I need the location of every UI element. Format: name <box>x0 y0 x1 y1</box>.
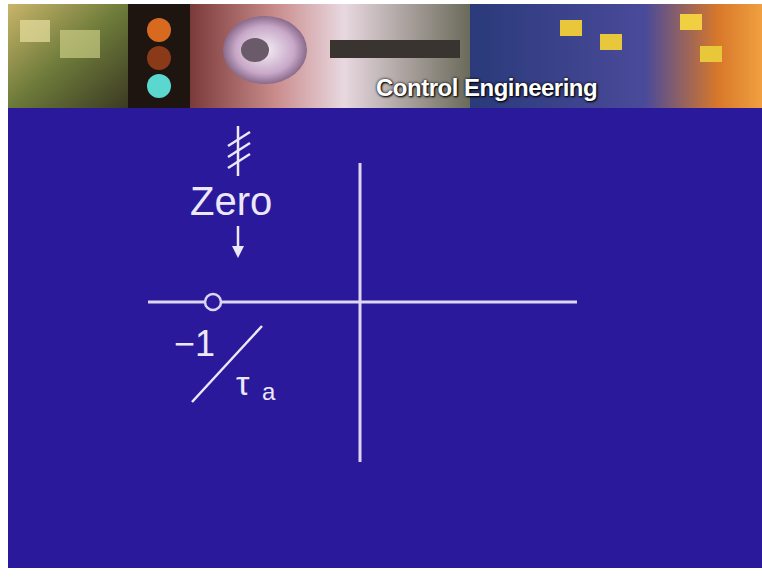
zero-label: Zero <box>190 181 272 221</box>
banner-title: Control Engineering <box>376 76 597 100</box>
arrow-shaft <box>237 226 240 248</box>
subscript-text: a <box>262 380 275 404</box>
hatch-mark <box>228 154 250 168</box>
zero-marker <box>205 294 221 310</box>
tau-symbol: τ <box>236 366 249 400</box>
slide-background <box>8 108 762 568</box>
banner-collage <box>8 4 762 108</box>
arrow-head <box>232 246 244 258</box>
numerator-text: −1 <box>174 326 215 362</box>
s-plane-axes <box>148 163 577 462</box>
imaginary-axis <box>359 163 362 462</box>
